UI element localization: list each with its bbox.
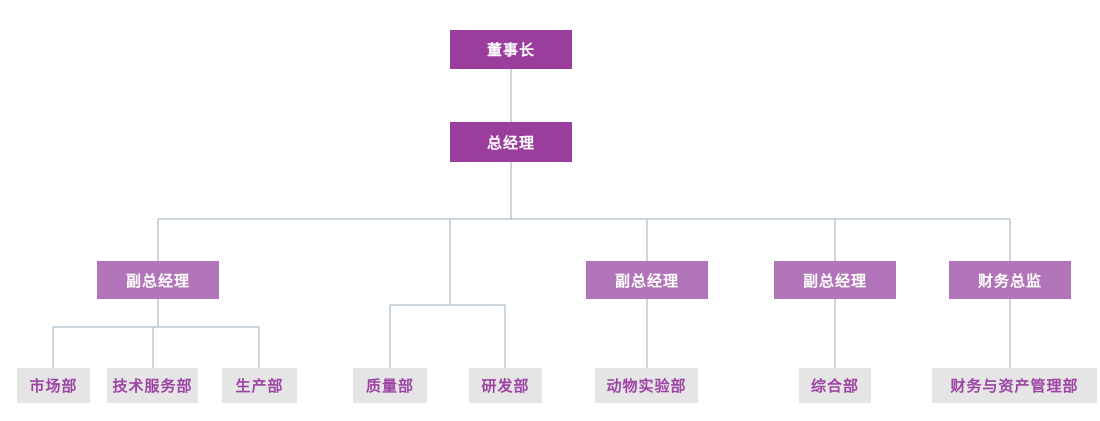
org-node-deputy-gm-2-label: 副总经理: [614, 272, 679, 290]
org-node-dept-finance-asset-label: 财务与资产管理部: [950, 378, 1079, 395]
org-node-deputy-gm-1: 副总经理: [97, 261, 219, 299]
org-node-dept-market-label: 市场部: [29, 378, 78, 395]
org-node-dept-quality-label: 质量部: [365, 378, 414, 395]
org-node-dept-rd: 研发部: [469, 368, 542, 403]
org-node-deputy-gm-1-label: 副总经理: [125, 272, 190, 290]
org-node-deputy-gm-3-label: 副总经理: [802, 272, 867, 290]
org-node-dept-animal-lab: 动物实验部: [595, 368, 698, 403]
org-node-dept-production-label: 生产部: [235, 378, 284, 395]
org-node-finance-director: 财务总监: [949, 261, 1071, 299]
org-node-general-manager: 总经理: [450, 122, 572, 162]
org-node-deputy-gm-2: 副总经理: [586, 261, 708, 299]
org-node-deputy-gm-3: 副总经理: [774, 261, 896, 299]
org-node-dept-tech-service-label: 技术服务部: [112, 378, 193, 395]
org-node-chairman-label: 董事长: [486, 42, 535, 59]
org-node-dept-general: 综合部: [799, 368, 871, 403]
org-node-dept-market: 市场部: [17, 368, 90, 403]
org-node-chairman: 董事长: [450, 30, 572, 69]
org-node-dept-rd-label: 研发部: [481, 378, 530, 395]
org-node-dept-animal-lab-label: 动物实验部: [606, 378, 687, 395]
org-node-dept-finance-asset: 财务与资产管理部: [932, 368, 1097, 403]
org-node-dept-general-label: 综合部: [810, 378, 859, 395]
org-node-dept-quality: 质量部: [353, 368, 427, 403]
org-node-finance-director-label: 财务总监: [977, 272, 1042, 290]
org-node-dept-tech-service: 技术服务部: [107, 368, 198, 403]
org-node-dept-production: 生产部: [222, 368, 297, 403]
org-node-general-manager-label: 总经理: [486, 134, 535, 152]
